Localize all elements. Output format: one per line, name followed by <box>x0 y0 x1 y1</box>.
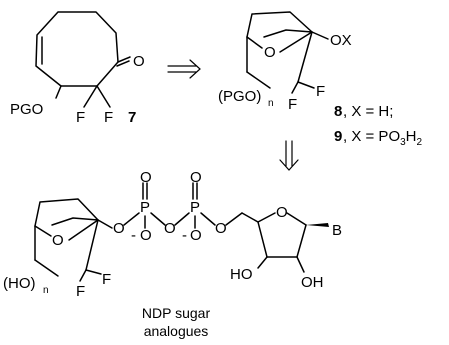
x-equals-h-label: , X = H; <box>343 103 393 120</box>
anionic-oxygen-label-1: O <box>140 227 152 244</box>
nucleobase-label: B <box>332 222 342 239</box>
product-bicyclic-bonds <box>34 198 113 282</box>
diphosphate-linker <box>123 182 259 229</box>
ring-oxygen-label: O <box>264 44 276 61</box>
ho-n-label: (HO) <box>3 275 36 292</box>
fluorine-label-4: F <box>288 96 297 113</box>
bridging-oxygen-label: O <box>164 220 176 237</box>
x-equals-po3h2-label: , X = PO3H2 <box>343 128 423 148</box>
hydroxyl-label-right: OH <box>301 274 324 291</box>
furanose-ring <box>257 212 329 273</box>
compound-8-9-bonds <box>246 11 329 94</box>
phosphate-ester-oxygen-label-1: O <box>113 220 125 237</box>
fluorine-label-2: F <box>104 109 113 126</box>
phosphoryl-oxygen-label-2: O <box>190 169 202 186</box>
charge-minus-2: - <box>182 227 187 244</box>
caption-line-1: NDP sugar <box>142 305 211 321</box>
compound-number-9: 9 <box>334 128 342 145</box>
fluorine-label-1: F <box>76 109 85 126</box>
compound-8-definition: 8 , X = H; <box>334 103 393 120</box>
ndp-sugar-analogue: O (HO) n F F O P O - O O P O - O O <box>3 169 342 339</box>
charge-minus-1: - <box>131 227 136 244</box>
ox-label: OX <box>330 32 352 49</box>
fluorine-label-3: F <box>316 83 325 100</box>
ketone-oxygen-label: O <box>133 53 145 70</box>
compound-7-bonds <box>35 11 131 108</box>
product-ring-oxygen-label: O <box>52 232 64 249</box>
fluorine-label-6: F <box>76 283 85 300</box>
anionic-oxygen-label-2: O <box>190 227 202 244</box>
phosphorus-label-1: P <box>140 199 150 216</box>
furanose-oxygen-label: O <box>276 204 288 221</box>
compound-7: O PGO F F 7 <box>10 11 145 126</box>
compound-9-definition: 9 , X = PO3H2 <box>334 128 423 148</box>
ho-n-subscript: n <box>43 285 49 296</box>
phosphate-ester-oxygen-label-2: O <box>215 220 227 237</box>
retrosynthetic-arrow-down-icon <box>279 140 299 171</box>
pgo-label: PGO <box>10 101 43 118</box>
hydroxyl-label-left: HO <box>230 266 253 283</box>
compound-8-9: O OX (PGO) n F F 8 , X = H; 9 , X = PO3H… <box>218 11 423 148</box>
pgo-n-subscript: n <box>268 98 274 109</box>
pgo-n-label: (PGO) <box>218 88 261 105</box>
caption-line-2: analogues <box>144 323 209 339</box>
phosphorus-label-2: P <box>190 199 200 216</box>
fluorine-label-5: F <box>102 271 111 288</box>
phosphoryl-oxygen-label-1: O <box>140 169 152 186</box>
compound-number-7: 7 <box>128 109 136 126</box>
retrosynthetic-arrow-right-icon <box>167 59 201 79</box>
compound-number-8: 8 <box>334 103 342 120</box>
